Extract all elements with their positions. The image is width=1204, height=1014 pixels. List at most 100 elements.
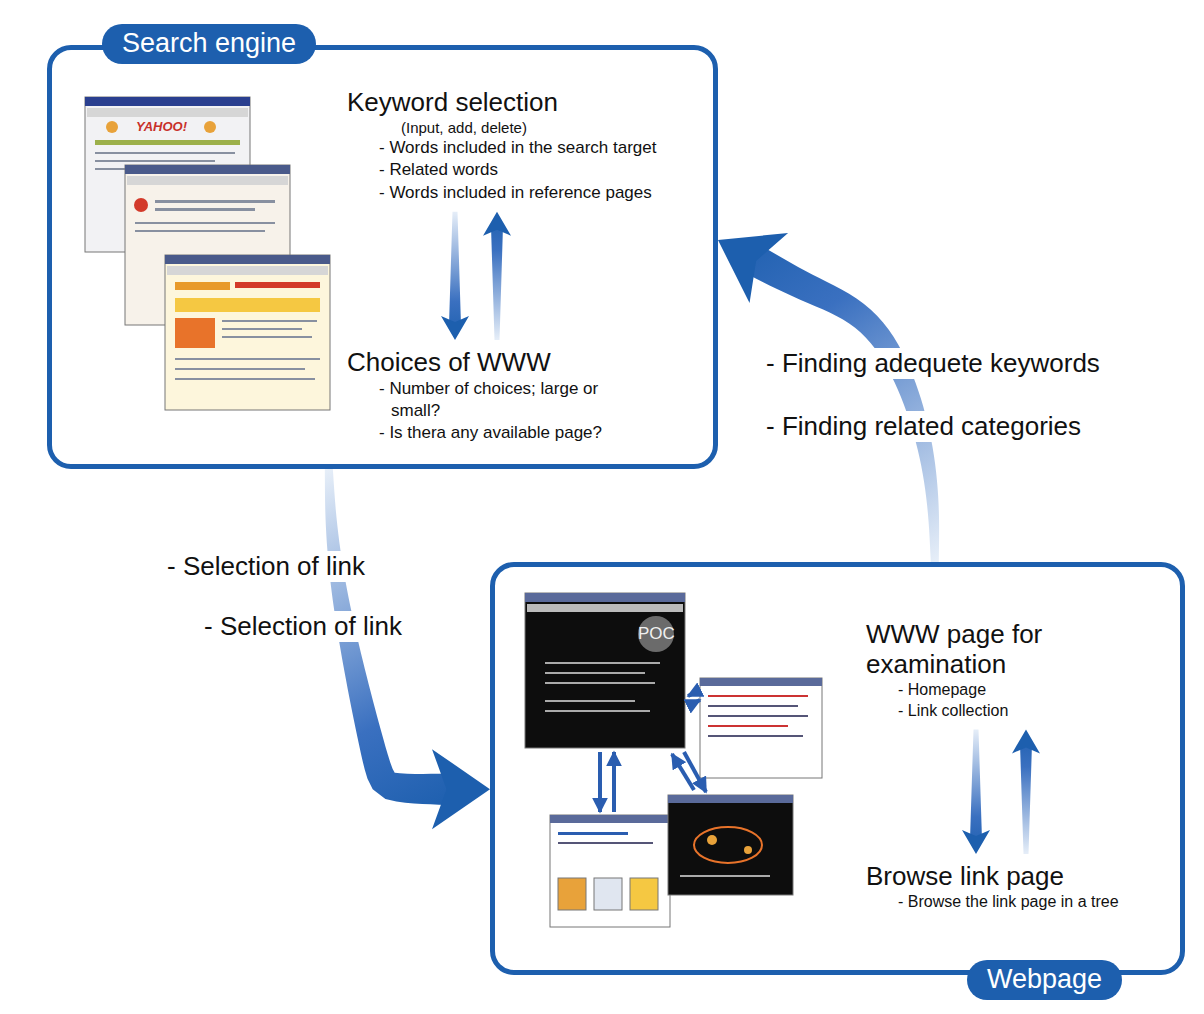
link-arrow <box>684 752 706 792</box>
section-panel: WebpageWWW page for examination- Homepag… <box>490 562 1185 975</box>
arrow-head <box>962 830 990 854</box>
list-item: - Browse the link page in a tree <box>866 892 1166 913</box>
toolbar <box>127 176 288 185</box>
window <box>550 815 670 927</box>
text-line <box>545 682 655 684</box>
text-line <box>558 832 628 835</box>
banner <box>235 282 320 288</box>
text-line <box>222 320 317 322</box>
block-heading: WWW page for examination <box>866 620 1166 680</box>
block-heading: Browse link page <box>866 862 1166 892</box>
link-arrows <box>600 690 706 812</box>
text-line <box>95 152 235 154</box>
text-line <box>222 328 302 330</box>
window <box>668 795 793 895</box>
toolbar <box>527 604 683 612</box>
arrow-shaft <box>491 226 503 340</box>
text-line <box>708 695 808 697</box>
title-bar <box>125 165 290 174</box>
text-line <box>558 842 653 844</box>
list-item: - Is thera any available page? <box>347 422 647 444</box>
arrow-head <box>441 316 469 340</box>
screenshot <box>525 593 685 748</box>
text-line <box>545 700 635 702</box>
toolbar <box>87 108 248 117</box>
title-bar <box>85 97 250 106</box>
logo-text: YAHOO! <box>136 120 187 134</box>
text-line <box>680 875 770 877</box>
section-panel: Search engineKeyword selection(Input, ad… <box>47 45 718 469</box>
list-item: - Related words <box>347 159 677 181</box>
link-arrow <box>672 754 694 790</box>
text-line <box>545 672 645 674</box>
doodle <box>694 827 762 863</box>
text-line <box>135 230 265 232</box>
icon <box>106 121 118 133</box>
text-line <box>175 358 320 360</box>
block-heading: Keyword selection <box>347 88 677 118</box>
arrow-head <box>432 749 490 829</box>
list-item: - Homepage <box>866 680 1166 701</box>
tab-label: Webpage <box>967 960 1122 1000</box>
flow-arrow <box>441 212 469 340</box>
doodle <box>707 835 717 845</box>
window <box>700 678 822 778</box>
tab-label: Search engine <box>102 24 316 64</box>
logo-block <box>175 282 230 290</box>
title-bar <box>668 795 793 803</box>
window <box>525 593 685 748</box>
flow-arrow <box>1012 729 1040 854</box>
text-line <box>545 710 650 712</box>
flow-arrow <box>483 212 511 340</box>
panel-block <box>175 298 320 312</box>
text-line <box>135 222 275 224</box>
title-bar <box>700 678 822 686</box>
logo-text: POC <box>638 624 675 644</box>
link-arrow <box>612 752 616 812</box>
text-block: WWW page for examination- Homepage- Link… <box>866 620 1166 721</box>
arrow-head <box>1012 729 1040 753</box>
thumbnail <box>558 878 586 910</box>
window <box>165 255 330 410</box>
list-item: - Number of choices; large or small? <box>347 378 647 422</box>
title-bar <box>525 593 685 602</box>
cycle-arrow <box>325 469 490 829</box>
thumbnail <box>630 878 658 910</box>
title-bar <box>165 255 330 264</box>
text-line <box>708 735 803 737</box>
text-block: Keyword selection(Input, add, delete)- W… <box>347 88 677 204</box>
doodle <box>744 846 752 854</box>
logo-circle <box>638 616 674 652</box>
arrow-shaft <box>970 729 982 839</box>
arrow-shaft <box>741 243 939 562</box>
text-line <box>708 725 788 727</box>
text-line <box>95 160 215 162</box>
flow-label: - Selection of link <box>163 551 369 582</box>
arrow-head <box>718 233 788 303</box>
flow-label: - Finding related categories <box>762 411 1085 442</box>
icon <box>134 198 148 212</box>
panel-block <box>175 318 215 348</box>
text-line <box>155 208 255 211</box>
arrow-head <box>483 212 511 236</box>
text-line <box>175 378 315 380</box>
arrow-shaft <box>449 212 461 326</box>
flow-arrow <box>962 729 990 854</box>
text-line <box>708 715 808 717</box>
title-bar <box>550 815 670 823</box>
block-subtitle: (Input, add, delete) <box>347 118 677 138</box>
list-item: - Link collection <box>866 701 1166 722</box>
block-heading: Choices of WWW <box>347 348 647 378</box>
text-line <box>708 705 798 707</box>
arrow-shaft <box>1020 744 1032 854</box>
screenshot <box>550 815 670 927</box>
screenshot <box>700 678 822 778</box>
text-line <box>222 336 312 338</box>
icon <box>204 121 216 133</box>
cycle-arrow <box>718 233 939 562</box>
screenshot <box>668 795 793 895</box>
text-block: Choices of WWW- Number of choices; large… <box>347 348 647 444</box>
text-line <box>545 662 660 664</box>
screenshot <box>165 255 330 410</box>
